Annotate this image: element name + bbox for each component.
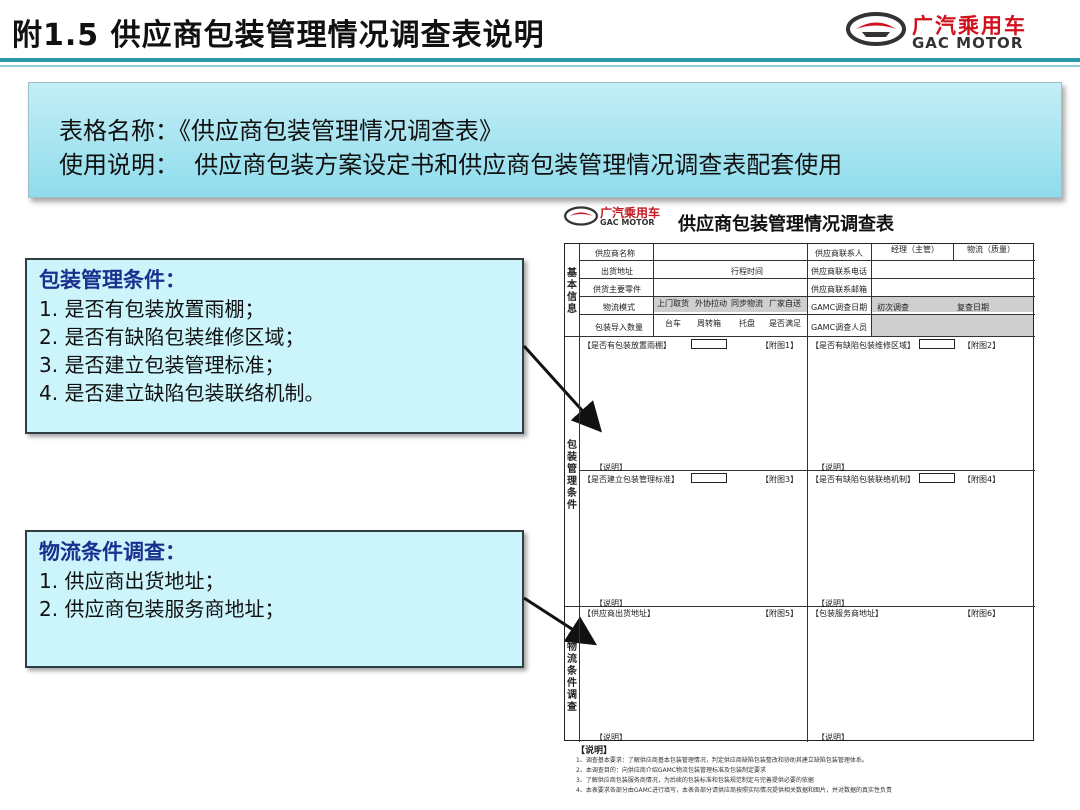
answer-box [919, 339, 955, 349]
cell-contact-email: 供应商联系邮箱 [811, 285, 867, 294]
cell-mode-milkrun: 外协拉动 [695, 299, 727, 308]
section-basic-label: 基本信息 [567, 268, 577, 315]
usage-line: 使用说明： 供应商包装方案设定书和供应商包装管理情况调查表配套使用 [59, 151, 843, 179]
packaging-item: 1. 是否有包装放置雨棚； [39, 297, 265, 321]
explain-label: 【说明】 [595, 599, 627, 608]
gray-cell [871, 314, 1033, 336]
header-rule-thin [0, 65, 1080, 67]
cell-logistics-role: 物流（质量） [967, 245, 1015, 254]
question-6: 【包装服务商地址】 [811, 609, 883, 618]
gray-cell [871, 296, 1033, 312]
note-line: 4、本表要求各部分由GAMC进行填写，本表各部分请供应商按照实际情况提供相关数据… [576, 787, 892, 794]
cell-mode-factory: 厂家自送 [769, 299, 801, 308]
grid-line [579, 244, 580, 742]
grid-line [565, 336, 1035, 337]
cell-ship-address: 出货地址 [601, 267, 633, 276]
section-logistics-label: 物流条件调查 [567, 642, 577, 713]
question-2: 【是否有缺陷包装维修区域】 [811, 341, 915, 350]
attachment-5: 【附图5】 [761, 609, 799, 618]
header: 附1.5 供应商包装管理情况调查表说明 广汽乘用车 GAC MOTOR [0, 0, 1080, 67]
intro-box: 表格名称：《供应商包装管理情况调查表》 使用说明： 供应商包装方案设定书和供应商… [28, 82, 1062, 198]
cell-travel-time: 行程时间 [731, 267, 763, 276]
attachment-2: 【附图2】 [963, 341, 1001, 350]
form-logo-cn: 广汽乘用车 [600, 206, 661, 220]
attachment-6: 【附图6】 [963, 609, 1001, 618]
attachment-4: 【附图4】 [963, 475, 1001, 484]
cell-qty-pallet: 台车 [665, 319, 681, 328]
question-1: 【是否有包装放置雨棚】 [583, 341, 671, 350]
note-line: 1、调查基本要求：了解供应商基本包装管理情况，判定供应商缺陷包装整改和协助其建立… [576, 757, 868, 764]
logistics-conditions-box: 物流条件调查： 1. 供应商出货地址； 2. 供应商包装服务商地址； [25, 530, 524, 668]
answer-box [691, 473, 727, 483]
explain-label: 【说明】 [595, 463, 627, 472]
page-title: 附1.5 供应商包装管理情况调查表说明 [12, 18, 545, 53]
arrow-to-packaging-icon [522, 344, 603, 433]
packaging-item: 2. 是否有缺陷包装维修区域； [39, 325, 305, 349]
cell-qty-other: 是否满足 [769, 319, 801, 328]
gac-emblem-small-icon [564, 206, 598, 226]
cell-review-date: 复查日期 [957, 303, 989, 312]
arrow-to-logistics-icon [523, 596, 598, 646]
logo-en-text: GAC MOTOR [912, 34, 1024, 52]
form-logo: 广汽乘用车 GAC MOTOR [564, 204, 684, 232]
notes-heading: 【说明】 [576, 746, 613, 756]
form-logo-en: GAC MOTOR [600, 218, 655, 227]
cell-delivery-mode: 物流模式 [603, 303, 635, 312]
note-line: 3、了解供应商包装服务商情况，为后续的包装标准和包装规范制定与完善提供必要的依据 [576, 777, 814, 784]
form-title: 供应商包装管理情况调查表 [678, 214, 894, 235]
answer-box [919, 473, 955, 483]
cell-pack-qty: 包装导入数量 [595, 323, 643, 332]
note-line: 2、本调查目的：向供应商介绍GAMC物流包装管理标准及包装制定要求 [576, 767, 766, 774]
grid-line [565, 606, 1035, 607]
explain-label: 【说明】 [595, 733, 627, 742]
grid-line [807, 244, 808, 742]
section-packaging-label: 包装管理条件 [567, 440, 577, 511]
question-3: 【是否建立包装管理标准】 [583, 475, 679, 484]
cell-mode-sync: 同步物流 [731, 299, 763, 308]
cell-surveyor: GAMC调查人员 [811, 323, 868, 332]
cell-supplier-name: 供应商名称 [595, 249, 635, 258]
packaging-conditions-box: 包装管理条件： 1. 是否有包装放置雨棚； 2. 是否有缺陷包装维修区域； 3.… [25, 258, 524, 434]
logistics-item: 1. 供应商出货地址； [39, 569, 225, 593]
logo-cn-text: 广汽乘用车 [912, 14, 1027, 38]
grid-line [953, 244, 954, 260]
header-rule [0, 58, 1080, 62]
cell-first-survey: 初次调查 [877, 303, 909, 312]
form-grid: 基本信息 包装管理条件 物流条件调查 供应商名称 供应商联系人 经理（主管） 物… [564, 243, 1035, 742]
cell-contact-phone: 供应商联系电话 [811, 267, 867, 276]
question-4: 【是否有缺陷包装联络机制】 [811, 475, 915, 484]
cell-manager-role: 经理（主管） [891, 245, 939, 254]
form-notes: 【说明】 1、调查基本要求：了解供应商基本包装管理情况，判定供应商缺陷包装整改和… [576, 743, 1056, 796]
cell-main-parts: 供货主要零件 [593, 285, 641, 294]
grid-line [871, 244, 872, 336]
cell-qty-pe: 托盘 [739, 319, 755, 328]
gac-logo: 广汽乘用车 GAC MOTOR [846, 8, 1060, 54]
attachment-1: 【附图1】 [761, 341, 799, 350]
logistics-heading: 物流条件调查： [39, 540, 186, 564]
gray-cell [653, 296, 807, 312]
table-name-line: 表格名称：《供应商包装管理情况调查表》 [59, 117, 503, 145]
packaging-item: 4. 是否建立缺陷包装联络机制。 [39, 381, 325, 405]
explain-label: 【说明】 [817, 599, 849, 608]
packaging-item: 3. 是否建立包装管理标准； [39, 353, 285, 377]
cell-survey-date: GAMC调查日期 [811, 303, 868, 312]
packaging-heading: 包装管理条件： [39, 268, 186, 292]
gac-emblem-icon [846, 12, 906, 46]
answer-box [691, 339, 727, 349]
logistics-item: 2. 供应商包装服务商地址； [39, 597, 285, 621]
cell-supplier-contact: 供应商联系人 [815, 249, 863, 258]
question-5: 【供应商出货地址】 [583, 609, 655, 618]
cell-mode-pickup: 上门取货 [657, 299, 689, 308]
attachment-3: 【附图3】 [761, 475, 799, 484]
explain-label: 【说明】 [817, 733, 849, 742]
cell-qty-turnover: 周转箱 [697, 319, 721, 328]
explain-label: 【说明】 [817, 463, 849, 472]
grid-line [653, 244, 654, 336]
survey-form-thumbnail: 广汽乘用车 GAC MOTOR 供应商包装管理情况调查表 基本信息 包装管理条件… [558, 200, 1068, 810]
